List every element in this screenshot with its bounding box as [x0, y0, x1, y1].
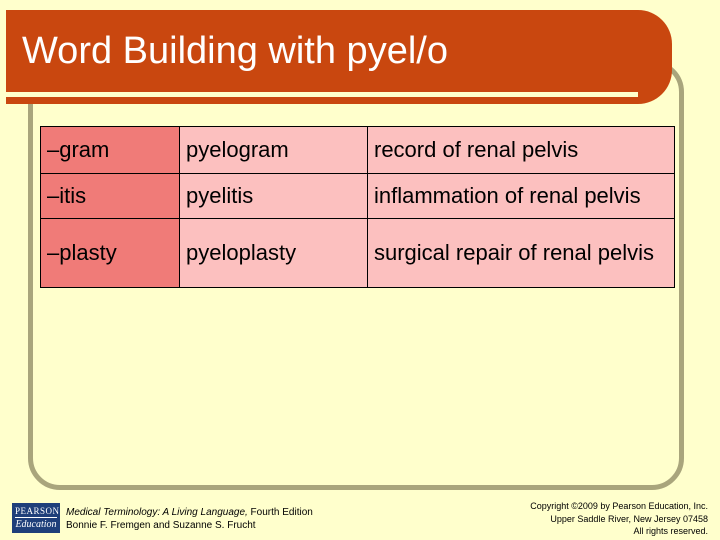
- logo-line1: PEARSON: [15, 506, 60, 518]
- suffix-cell: –plasty: [40, 218, 180, 288]
- term-cell: pyelitis: [179, 173, 368, 219]
- book-title-line: Medical Terminology: A Living Language, …: [66, 506, 313, 519]
- title-bar: [6, 10, 672, 104]
- table-row: –itis pyelitis inflammation of renal pel…: [40, 173, 675, 219]
- pearson-education-logo: PEARSON Education: [12, 503, 60, 533]
- table-row: –gram pyelogram record of renal pelvis: [40, 126, 675, 174]
- table-row: –plasty pyeloplasty surgical repair of r…: [40, 218, 675, 288]
- book-title: Medical Terminology: A Living Language,: [66, 507, 248, 518]
- book-citation: Medical Terminology: A Living Language, …: [66, 506, 313, 532]
- meaning-cell: record of renal pelvis: [367, 126, 675, 174]
- copyright-notice: Copyright ©2009 by Pearson Education, In…: [530, 500, 708, 538]
- suffix-cell: –gram: [40, 126, 180, 174]
- meaning-cell: surgical repair of renal pelvis: [367, 218, 675, 288]
- book-authors: Bonnie F. Fremgen and Suzanne S. Frucht: [66, 520, 256, 531]
- title-underline: [6, 92, 638, 97]
- book-edition: Fourth Edition: [247, 507, 313, 518]
- term-cell: pyelogram: [179, 126, 368, 174]
- copyright-line: Copyright ©2009 by Pearson Education, In…: [530, 501, 708, 511]
- slide-title: Word Building with pyel/o: [22, 30, 448, 72]
- address-line: Upper Saddle River, New Jersey 07458: [550, 513, 708, 524]
- suffix-cell: –itis: [40, 173, 180, 219]
- term-cell: pyeloplasty: [179, 218, 368, 288]
- word-building-table: –gram pyelogram record of renal pelvis –…: [40, 126, 675, 288]
- logo-line2: Education: [15, 519, 57, 530]
- rights-line: All rights reserved.: [633, 526, 708, 536]
- meaning-cell: inflammation of renal pelvis: [367, 173, 675, 219]
